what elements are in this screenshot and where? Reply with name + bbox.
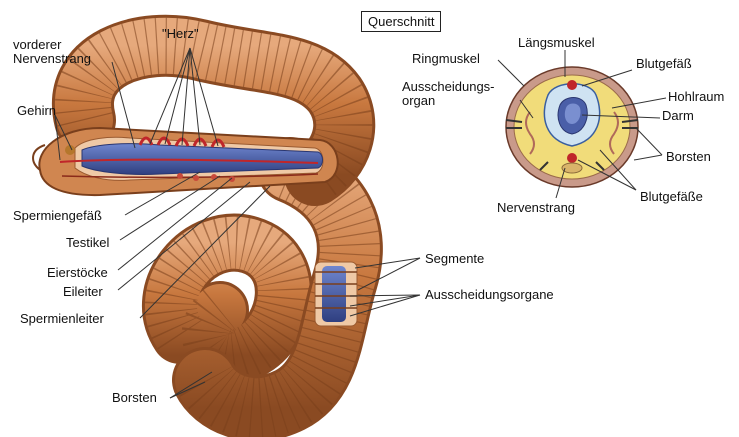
cross-section-figure [506, 67, 638, 187]
label-ovaries: Eierstöcke [47, 266, 108, 280]
worm-lower-coil [171, 243, 284, 356]
label-segments: Segmente [425, 252, 484, 266]
label-excretory-organ: Ausscheidungs- organ [402, 80, 495, 108]
label-longitudinal-muscle: Längsmuskel [518, 36, 595, 50]
label-ring-muscle: Ringmuskel [412, 52, 480, 66]
label-body-cavity: Hohlraum [668, 90, 724, 104]
label-blood-vessels: Blutgefäße [640, 190, 703, 204]
label-bristles: Borsten [112, 391, 157, 405]
label-oviduct: Eileiter [63, 285, 103, 299]
label-anterior-nerve-cord: vorderer Nervenstrang [13, 38, 123, 66]
label-gut: Darm [662, 109, 694, 123]
label-excretory-organs: Ausscheidungsorgane [425, 288, 554, 302]
label-nerve-cord: Nervenstrang [497, 201, 575, 215]
label-hearts: "Herz" [162, 27, 199, 41]
label-sperm-vessel: Spermiengefäß [13, 209, 102, 223]
label-blood-vessel: Blutgefäß [636, 57, 692, 71]
label-testicle: Testikel [66, 236, 109, 250]
label-brain: Gehirn [17, 104, 56, 118]
label-sperm-duct: Spermienleiter [20, 312, 104, 326]
label-cross-bristles: Borsten [666, 150, 711, 164]
excretory-cutaway [315, 262, 357, 326]
cross-section-title: Querschnitt [361, 11, 441, 32]
